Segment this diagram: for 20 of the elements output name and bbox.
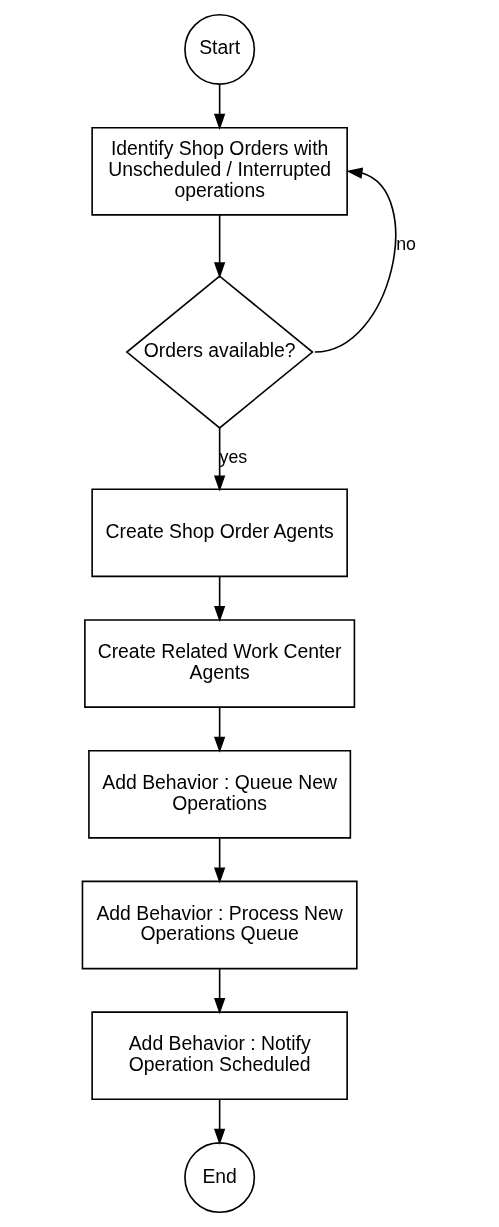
node-circle: Start <box>184 13 256 85</box>
arrow <box>314 167 397 353</box>
arrow <box>214 968 226 1015</box>
arrow <box>214 837 226 884</box>
edge-label: no <box>396 234 416 255</box>
node-circle: End <box>184 1142 256 1214</box>
arrow <box>214 427 226 492</box>
node-box: Add Behavior : Notify Operation Scheduled <box>91 1011 348 1101</box>
node-diamond: Orders available? <box>125 275 314 429</box>
node-box: Add Behavior : Queue New Operations <box>88 749 352 839</box>
node-box: Identify Shop Orders with Unscheduled / Interrupted operations <box>91 126 348 216</box>
arrow <box>214 706 226 753</box>
arrow <box>214 214 226 279</box>
node-box: Create Shop Order Agents <box>91 488 348 578</box>
arrow <box>214 576 226 623</box>
arrow <box>214 1098 226 1145</box>
arrow <box>214 83 226 130</box>
node-box: Add Behavior : Process New Operations Queue <box>81 880 358 970</box>
edge-label: yes <box>219 447 248 468</box>
node-box: Create Related Work Center Agents <box>84 619 356 708</box>
